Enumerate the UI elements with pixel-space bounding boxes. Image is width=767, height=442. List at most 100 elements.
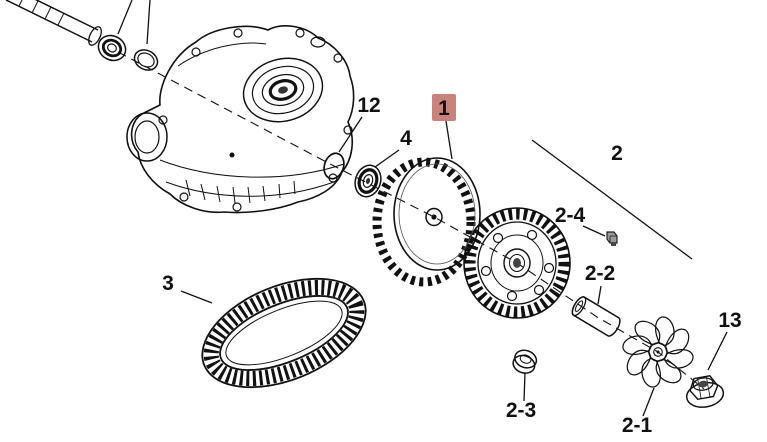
- shaft-spline-tick: [31, 0, 39, 14]
- boss-ring: [251, 65, 315, 115]
- movable-drive-face: [463, 207, 571, 319]
- fan-hub-bore: [653, 347, 663, 357]
- flange-nut: [685, 375, 725, 408]
- leader-line-top-right: [146, 0, 151, 45]
- nut-facet-edge: [705, 376, 711, 398]
- drive-face-bore: [509, 254, 525, 272]
- drive-face-ribs: [464, 208, 570, 318]
- shaft-bearing: [97, 34, 127, 62]
- cooling-fan: [620, 314, 696, 390]
- nut-top-face: [692, 377, 714, 391]
- drive-face-inner-ring: [490, 234, 544, 292]
- drive-face-hub: [503, 248, 531, 278]
- bushing-bore: [574, 300, 584, 312]
- cover-bearing-boss: [242, 57, 324, 123]
- leader-line-2-1: [642, 387, 655, 417]
- belt-outer-edge: [201, 277, 367, 389]
- leader-line-1: [445, 120, 453, 160]
- drive-face-plate: [477, 221, 557, 305]
- leader-line-2-2: [597, 285, 602, 305]
- roller-spacer: [512, 349, 538, 374]
- nut-facet-edge: [697, 377, 702, 399]
- cover-bolt-holes: [158, 28, 353, 212]
- crankcase-cover: [126, 25, 355, 214]
- leader-line-12: [338, 116, 363, 153]
- drive-face-pulley: [372, 157, 481, 287]
- belt-cogs: [203, 279, 365, 387]
- seal-ring-outer: [133, 49, 159, 71]
- part-label-13[interactable]: 13: [718, 309, 741, 332]
- cover-center-dot: [229, 152, 235, 158]
- roller-top: [514, 349, 538, 369]
- shaft-collar: [88, 26, 102, 46]
- roller-bore: [519, 354, 532, 364]
- bearing-ball-ring: [101, 38, 123, 58]
- leader-line-2-3: [523, 372, 526, 402]
- crankshaft-shaft: [5, 0, 102, 46]
- part-label-3[interactable]: 3: [162, 272, 174, 295]
- cover-outline: [130, 25, 355, 214]
- nut-hex-body: [689, 375, 719, 401]
- cover-side-boss-inner: [134, 120, 160, 154]
- shaft-spline-tick: [57, 12, 65, 26]
- boss-center: [278, 86, 288, 94]
- belt-inner-line: [225, 300, 343, 366]
- leader-line-3: [180, 290, 213, 304]
- roller-bottom: [512, 354, 536, 374]
- bushing-end-face: [571, 296, 587, 317]
- pulley-rim-line: [398, 163, 476, 265]
- slider-body: [606, 231, 618, 244]
- cover-side-boss-outer: [126, 112, 168, 162]
- part-label-2-2[interactable]: 2-2: [585, 262, 615, 285]
- shaft-edge: [34, 0, 99, 31]
- drive-belt: [201, 277, 367, 389]
- cover-contour-line: [177, 42, 267, 67]
- fan-center-dot: [656, 350, 660, 354]
- belt-inner-edge: [219, 295, 349, 371]
- fan-hub: [648, 342, 668, 362]
- drive-face-bosses: [480, 229, 555, 302]
- part-label-2[interactable]: 2: [611, 142, 623, 165]
- bearing-outer-race: [97, 34, 127, 62]
- part-label-1[interactable]: 1: [438, 97, 450, 120]
- part-label-12[interactable]: 12: [357, 94, 380, 117]
- pulley-fins: [372, 157, 476, 287]
- seal-ring-inner: [137, 52, 155, 68]
- part-label-2-1[interactable]: 2-1: [622, 414, 653, 437]
- cover-cooling-ribs: [185, 179, 296, 204]
- part-label-4[interactable]: 4: [400, 127, 412, 150]
- shaft-edge: [5, 0, 93, 43]
- shaft-spline-tick: [18, 0, 23, 7]
- pulley-center-dot: [431, 214, 437, 220]
- slider-foot: [611, 243, 616, 246]
- leader-line-top-left: [117, 0, 133, 35]
- pulley-face: [393, 157, 481, 271]
- bearing-inner-race: [107, 43, 117, 53]
- nut-bore: [698, 380, 709, 388]
- part-label-2-3[interactable]: 2-3: [506, 399, 536, 422]
- cover-contour-line: [165, 181, 335, 197]
- bearing-center: [365, 178, 371, 184]
- pulley-bearing: [354, 164, 382, 198]
- group-bracket-line-2: [531, 139, 693, 260]
- drive-face-bore-center: [513, 258, 521, 268]
- drive-face-outer: [463, 207, 571, 319]
- spacer-bushing: [571, 296, 621, 337]
- cover-contour-line: [159, 159, 345, 178]
- shaft-seal-ring: [133, 49, 159, 71]
- o-ring: [323, 152, 345, 180]
- leader-lines: [180, 116, 728, 417]
- leader-line-2-4: [582, 225, 606, 237]
- leader-line-13: [707, 331, 728, 371]
- part-label-2-4[interactable]: 2-4: [555, 204, 586, 227]
- cover-filler-cap: [310, 36, 326, 48]
- bearing-dark-ring: [357, 168, 379, 194]
- boss-dark-ring: [268, 79, 298, 101]
- slider-piece: [606, 231, 618, 246]
- bearing-inner: [362, 174, 374, 188]
- part-label-1-highlight: [432, 94, 456, 121]
- leader-line-4: [374, 149, 400, 168]
- pulley-hub: [425, 207, 443, 227]
